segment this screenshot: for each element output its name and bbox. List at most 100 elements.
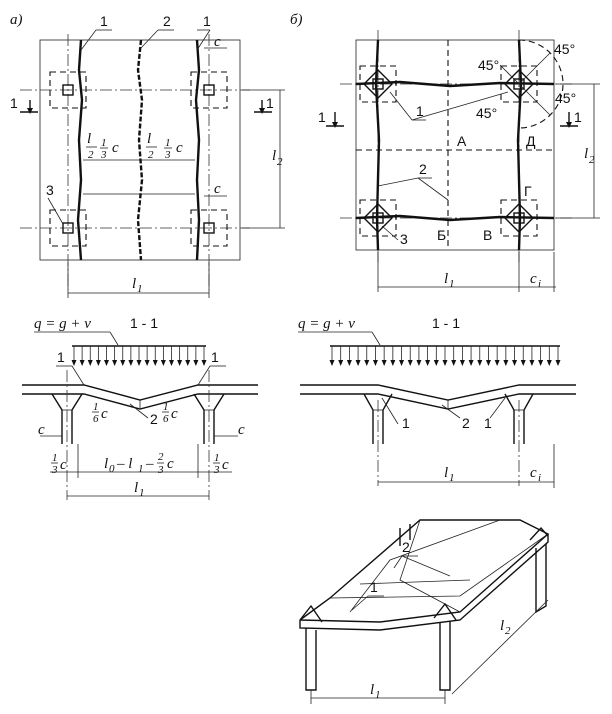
panel-a-fraction-right: l 2 1 3 c [146, 131, 183, 161]
panel-a-plan: а) 1 2 1 3 [10, 12, 285, 298]
iso-column-br [535, 544, 547, 614]
section-a: q = g + v 1 - 1 1 1 2 1 6 c 1 6 c [22, 315, 258, 500]
panel-a-callout-1: 1 [100, 13, 108, 29]
panel-b-angle-3: 45° [555, 90, 576, 106]
svg-text:2: 2 [277, 156, 283, 168]
load-arrowhead [520, 360, 526, 366]
load-arrowhead [79, 360, 85, 366]
svg-text:1: 1 [139, 487, 145, 499]
load-arrowhead [399, 360, 405, 366]
svg-text:– l: – l [116, 456, 132, 472]
load-arrowhead [372, 360, 378, 366]
svg-text:1: 1 [93, 401, 99, 413]
panel-a-callout-2: 2 [163, 13, 171, 29]
panel-a-tag: а) [10, 12, 23, 28]
svg-text:1: 1 [163, 401, 169, 413]
section-b-load-label: q = g + v [298, 316, 355, 332]
svg-text:2: 2 [589, 154, 595, 166]
svg-text:c: c [176, 140, 183, 156]
svg-text:0: 0 [109, 463, 115, 475]
svg-text:3: 3 [51, 464, 58, 476]
load-arrowhead [201, 360, 207, 366]
svg-text:i: i [538, 278, 541, 290]
load-arrowhead [95, 360, 101, 366]
load-arrowhead [169, 360, 174, 366]
load-arrowhead [433, 360, 439, 366]
section-a-sixth-left: c [101, 406, 108, 422]
panel-a-leader-3 [47, 197, 64, 225]
panel-b-angle-arc [518, 39, 564, 129]
section-b-dim-ci: c [530, 465, 537, 481]
panel-a-section-left: 1 [10, 95, 18, 111]
iso-callout-2: 2 [402, 539, 410, 555]
panel-b-crack-bottom [355, 214, 555, 222]
panel-b-section-left: 1 [318, 109, 326, 125]
section-a-callout-2: 2 [150, 411, 158, 427]
iso-column-fr [439, 621, 451, 691]
load-arrowhead [555, 360, 561, 366]
panel-a-dim-c-top: c [214, 34, 221, 50]
panel-b-section-right: 1 [574, 109, 582, 125]
section-a-load-arrows [71, 346, 207, 366]
panel-a-cap-tr [190, 71, 228, 109]
section-a-dim-c-left: c [38, 422, 45, 438]
load-arrowhead [104, 360, 109, 366]
panel-b-angle-4: 45° [476, 105, 497, 121]
load-arrowhead [407, 360, 413, 366]
section-b-callout-1: 1 [402, 415, 410, 431]
panel-b-column-tl [359, 65, 397, 103]
panel-a-cap-br [190, 209, 228, 247]
load-arrowhead [364, 360, 370, 366]
load-arrowhead [390, 360, 396, 366]
load-arrowhead [71, 360, 77, 366]
svg-text:2: 2 [505, 625, 511, 637]
panel-a-column-br [203, 222, 215, 234]
svg-text:1: 1 [214, 452, 220, 464]
section-a-third-left: c [60, 457, 67, 473]
svg-text:l: l [87, 131, 91, 147]
svg-text:i: i [538, 472, 541, 484]
load-arrowhead [494, 360, 500, 366]
svg-text:1: 1 [52, 452, 58, 464]
panel-a-cap-bl [49, 209, 87, 247]
iso-view: 1 2 l 1 l 2 [299, 519, 550, 704]
svg-text:l: l [147, 131, 151, 147]
load-arrowhead [442, 360, 448, 366]
panel-a-fraction-left: l 2 1 3 c [86, 131, 119, 161]
panel-b-callout-3: 3 [400, 231, 408, 247]
svg-text:6: 6 [93, 413, 99, 425]
panel-b-angle-1: 45° [478, 57, 499, 73]
panel-a-crack-center [136, 39, 144, 261]
section-a-dim-l1: l [134, 480, 138, 496]
load-arrowhead [152, 360, 158, 366]
svg-text:3: 3 [157, 464, 164, 476]
svg-text:3: 3 [164, 149, 171, 161]
section-b-load-arrows [329, 346, 561, 366]
svg-text:6: 6 [163, 413, 169, 425]
iso-column-bl [399, 524, 411, 546]
iso-dim-l1: l [370, 682, 374, 698]
svg-text:l: l [104, 456, 108, 472]
svg-text:1: 1 [101, 137, 107, 149]
section-a-load-label: q = g + v [34, 316, 91, 332]
panel-a-column-tr [203, 84, 215, 96]
panel-b-column-bl [359, 199, 397, 237]
load-arrowhead [529, 360, 535, 366]
section-b-dim-l1: l [444, 465, 448, 481]
section-a-dim-c-right: c [238, 422, 245, 438]
panel-b-point-b: Б [437, 227, 446, 243]
load-arrowhead [355, 360, 361, 366]
svg-text:3: 3 [100, 149, 107, 161]
svg-text:3: 3 [213, 464, 220, 476]
panel-b-point-a: А [457, 133, 467, 149]
load-arrowhead [485, 360, 491, 366]
panel-b-angle-2: 45° [554, 41, 575, 57]
load-arrowhead [477, 360, 483, 366]
section-a-title: 1 - 1 [130, 315, 158, 331]
load-arrowhead [451, 360, 457, 366]
iso-slab-top [299, 519, 550, 623]
panel-a-column-tl [62, 84, 74, 96]
load-arrowhead [512, 360, 518, 366]
svg-text:1: 1 [138, 463, 144, 475]
